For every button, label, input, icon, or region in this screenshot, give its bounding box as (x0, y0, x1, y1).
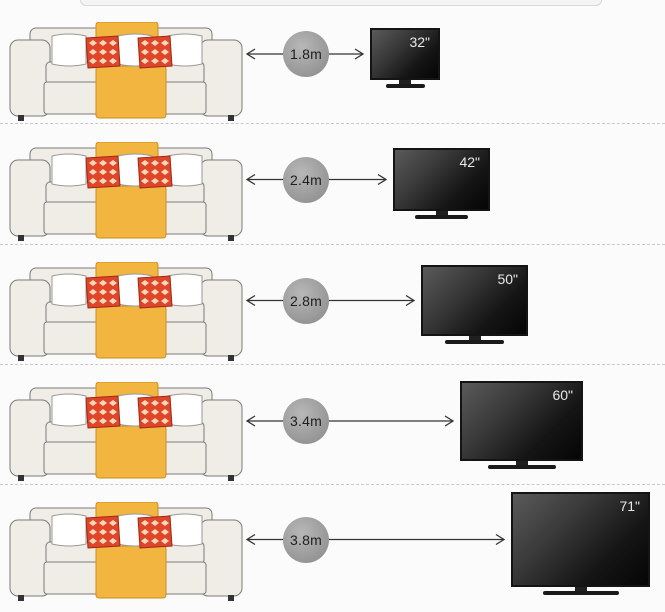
row-divider (0, 123, 665, 124)
tv-screen: 32" (370, 28, 440, 80)
tv-set: 50" (421, 265, 528, 346)
top-edge-strip (80, 0, 602, 6)
tv-stand-neck (515, 461, 528, 465)
tv-stand-base (542, 591, 619, 595)
tv-screen: 42" (393, 148, 490, 211)
tv-screen: 60" (460, 381, 583, 461)
distance-arrow (245, 48, 365, 60)
tv-stand-base (415, 215, 468, 219)
tv-stand-base (487, 465, 556, 469)
tv-size-label: 71" (619, 498, 640, 514)
sofa (9, 22, 243, 121)
distance-row: 3.8m 71" (0, 488, 665, 608)
sofa (9, 382, 243, 481)
distance-badge: 3.4m (283, 398, 329, 444)
tv-screen: 71" (511, 492, 650, 587)
tv-size-label: 42" (459, 154, 480, 170)
sofa (9, 262, 243, 361)
tv-stand-neck (399, 80, 411, 84)
tv-set: 60" (460, 381, 583, 471)
tv-screen: 50" (421, 265, 528, 336)
tv-size-label: 50" (497, 271, 518, 287)
tv-set: 71" (511, 492, 650, 597)
sofa (9, 142, 243, 241)
row-divider (0, 364, 665, 365)
distance-arrow (245, 415, 455, 427)
tv-stand-neck (435, 211, 448, 215)
distance-badge: 1.8m (283, 31, 329, 77)
distance-arrow (245, 294, 416, 307)
distance-arrow (245, 173, 388, 186)
tv-set: 42" (393, 148, 490, 221)
row-divider (0, 484, 665, 485)
distance-badge: 3.8m (283, 516, 329, 563)
row-divider (0, 244, 665, 245)
distance-row: 2.4m 42" (0, 128, 665, 248)
distance-row: 2.8m 50" (0, 248, 665, 368)
distance-badge: 2.8m (283, 277, 329, 324)
distance-badge: 2.4m (283, 156, 329, 203)
tv-set: 32" (370, 28, 440, 90)
distance-row: 1.8m 32" (0, 8, 665, 128)
tv-size-label: 60" (552, 387, 573, 403)
tv-stand-base (445, 340, 504, 344)
tv-stand-neck (468, 336, 481, 340)
distance-row: 3.4m 60" (0, 368, 665, 488)
tv-stand-base (385, 84, 425, 88)
tv-size-label: 32" (409, 34, 430, 50)
sofa (9, 502, 243, 601)
tv-stand-neck (574, 587, 587, 591)
